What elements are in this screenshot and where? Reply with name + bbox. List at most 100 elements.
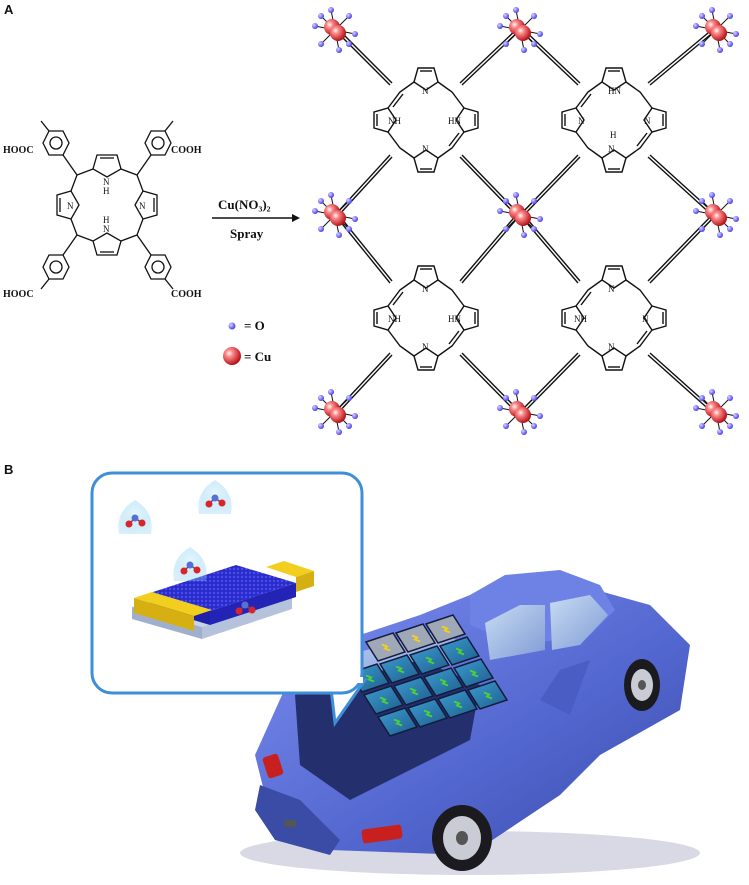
atom-legend: = O = Cu: [223, 318, 271, 365]
tail-light-left: [262, 753, 284, 779]
oxygen-atom: [537, 413, 543, 419]
oxygen-atom: [531, 41, 537, 47]
gas-molecules: [118, 480, 256, 615]
fw-nh-top-2: HN: [608, 86, 621, 96]
oxygen-atom: [531, 423, 537, 429]
oxygen-atom: [727, 198, 733, 204]
atom-n-top: N: [103, 177, 110, 187]
nitrogen-atom: [186, 561, 194, 569]
front-wheel: [624, 659, 660, 711]
oxygen-atom: [727, 423, 733, 429]
oxygen-atom: [205, 500, 213, 508]
fw-nh-3: NH: [574, 314, 587, 324]
oxygen-atom: [503, 198, 509, 204]
oxygen-atom: [537, 31, 543, 37]
oxygen-atom: [346, 423, 352, 429]
atom-n-right: N: [139, 201, 146, 211]
cu-node: [693, 389, 739, 435]
oxygen-atom: [180, 567, 188, 575]
cu-node: [497, 192, 543, 238]
oxygen-atom: [346, 41, 352, 47]
oxygen-atom: [709, 389, 715, 395]
oxygen-atom: [693, 405, 699, 411]
electric-car: [240, 570, 700, 875]
oxygen-atom: [699, 41, 705, 47]
oxygen-atom: [503, 423, 509, 429]
oxygen-atom: [503, 395, 509, 401]
oxygen-atom: [513, 7, 519, 13]
oxygen-atom: [727, 395, 733, 401]
lightning-bolt-icon: [441, 625, 451, 634]
oxygen-atom: [312, 23, 318, 29]
fw-nh-1: NH: [388, 116, 401, 126]
oxygen-atom: [699, 423, 705, 429]
oxygen-atom: [497, 208, 503, 214]
side-window-rear: [550, 595, 608, 650]
oxygen-atom: [531, 395, 537, 401]
lightning-bolt-icon: [469, 669, 479, 678]
oxygen-atom: [503, 13, 509, 19]
atom-n-bottom: N: [103, 224, 110, 234]
panel-a-label: A: [4, 2, 14, 17]
lightning-bolt-icon: [409, 687, 419, 696]
lightning-bolt-icon: [439, 678, 449, 687]
cu-tcpp-framework: N NH HN N HN N N H N N NH HN N N NH N N: [312, 7, 739, 435]
oxygen-atom: [318, 395, 324, 401]
lightning-bolt-icon: [393, 718, 403, 727]
copper-atom: [330, 25, 346, 41]
oxygen-atom: [717, 429, 723, 435]
cu-node: [312, 389, 358, 435]
cooh-label-bottom-left: HOOC: [3, 289, 34, 300]
oxygen-atom: [336, 429, 342, 435]
lightning-bolt-icon: [483, 691, 493, 700]
oxygen-atom: [717, 47, 723, 53]
panel-a-scheme: HOOC COOH HOOC COOH N H N N H N Cu(NO₃)₂…: [3, 7, 739, 435]
lightning-bolt-icon: [411, 634, 421, 643]
condition-label: Spray: [230, 226, 264, 241]
oxygen-atom: [352, 31, 358, 37]
oxygen-atom: [318, 226, 324, 232]
no2-molecule: [118, 500, 152, 534]
fw-n-9: N: [642, 314, 649, 324]
oxygen-atom: [318, 13, 324, 19]
oxygen-atom: [537, 216, 543, 222]
oxygen-legend-label: = O: [244, 318, 265, 333]
panel-b-illustration: [90, 471, 700, 875]
lightning-bolt-icon: [453, 700, 463, 709]
fw-n-4: N: [644, 116, 651, 126]
nitrogen-atom: [131, 514, 139, 522]
oxygen-atom: [709, 7, 715, 13]
lightning-bolt-icon: [365, 674, 375, 683]
oxygen-atom: [727, 41, 733, 47]
cu-node: [497, 389, 543, 435]
fw-n-7: N: [422, 342, 429, 352]
oxygen-atom: [328, 192, 334, 198]
copper-legend-icon: [223, 347, 241, 365]
oxygen-atom: [497, 405, 503, 411]
copper-atom: [711, 210, 727, 226]
oxygen-atom: [699, 395, 705, 401]
fw-n-3: N: [578, 116, 585, 126]
oxygen-atom: [531, 13, 537, 19]
cu-node: [693, 192, 739, 238]
oxygen-atom: [521, 47, 527, 53]
oxygen-atom: [248, 606, 256, 614]
cu-node: [312, 192, 358, 238]
cu-tcpp-film: [150, 565, 296, 611]
fw-n-2: N: [422, 144, 429, 154]
oxygen-atom: [346, 395, 352, 401]
panel-b-label: B: [4, 462, 14, 477]
oxygen-atom: [318, 41, 324, 47]
no2-molecule: [235, 601, 256, 615]
oxygen-atom: [531, 198, 537, 204]
oxygen-atom: [138, 519, 146, 527]
oxygen-atom: [531, 226, 537, 232]
lightning-bolt-icon: [455, 647, 465, 656]
oxygen-atom: [709, 192, 715, 198]
atom-h-top: H: [103, 186, 110, 196]
oxygen-atom: [699, 198, 705, 204]
oxygen-atom: [503, 41, 509, 47]
cu-node: [693, 7, 739, 53]
oxygen-atom: [699, 226, 705, 232]
fw-hn-2: HN: [448, 314, 461, 324]
